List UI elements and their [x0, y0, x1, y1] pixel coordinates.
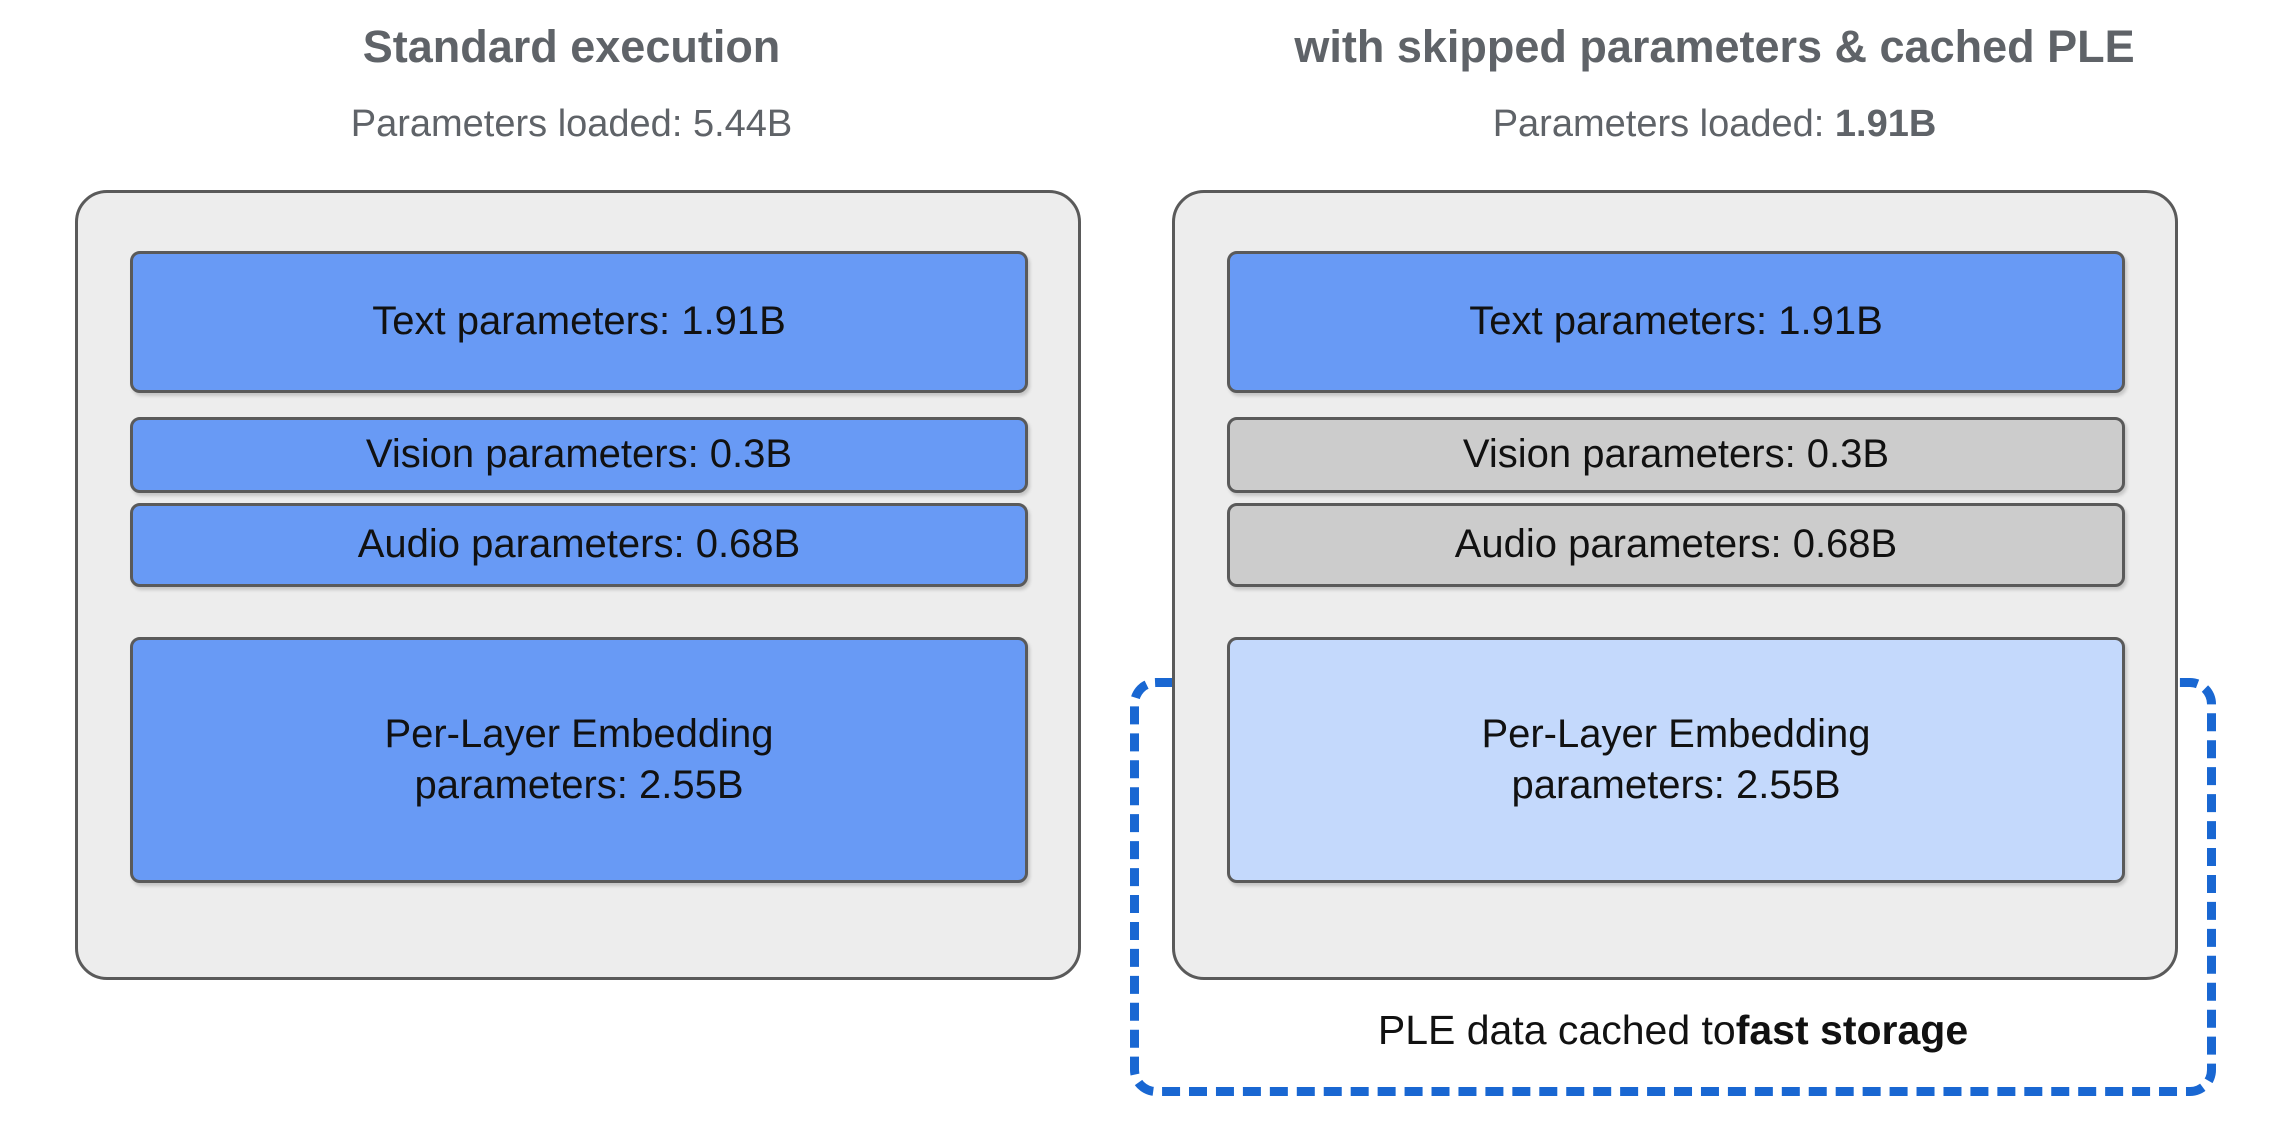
subtitle-prefix-standard: Parameters loaded: — [350, 103, 693, 145]
model-panel-standard: Text parameters: 1.91B Vision parameters… — [75, 190, 1081, 980]
ple-label-line2-optimized: parameters: 2.55B — [1511, 763, 1841, 807]
column-subtitle-optimized: Parameters loaded: 1.91B — [1143, 103, 2286, 146]
column-title-optimized: with skipped parameters & cached PLE — [1294, 21, 2135, 72]
cache-caption-prefix: PLE data cached to — [1377, 1006, 1736, 1053]
param-block-text-standard: Text parameters: 1.91B — [130, 251, 1028, 393]
subtitle-prefix-optimized: Parameters loaded: — [1492, 103, 1835, 145]
ple-label-line1-standard: Per-Layer Embedding — [384, 711, 774, 756]
ple-label-line1-optimized: Per-Layer Embedding — [1481, 711, 1871, 756]
model-panel-optimized: Text parameters: 1.91B Vision parameters… — [1172, 190, 2178, 980]
param-block-audio-standard: Audio parameters: 0.68B — [130, 503, 1028, 587]
param-block-ple-standard: Per-Layer Embedding parameters: 2.55B — [130, 637, 1028, 883]
column-subtitle-standard: Parameters loaded: 5.44B — [0, 103, 1143, 146]
column-title-standard: Standard execution — [362, 21, 781, 72]
param-block-vision-optimized: Vision parameters: 0.3B — [1227, 417, 2125, 493]
ple-label-line2-standard: parameters: 2.55B — [414, 763, 744, 807]
subtitle-value-standard: 5.44B — [692, 103, 793, 145]
param-block-audio-optimized: Audio parameters: 0.68B — [1227, 503, 2125, 587]
param-block-vision-standard: Vision parameters: 0.3B — [130, 417, 1028, 493]
cached-ple-caption: PLE data cached to fast storage — [1130, 990, 2216, 1070]
cache-caption-emphasis: fast storage — [1735, 1006, 1969, 1053]
param-block-ple-optimized: Per-Layer Embedding parameters: 2.55B — [1227, 637, 2125, 883]
param-block-text-optimized: Text parameters: 1.91B — [1227, 251, 2125, 393]
subtitle-value-optimized: 1.91B — [1834, 103, 1937, 145]
